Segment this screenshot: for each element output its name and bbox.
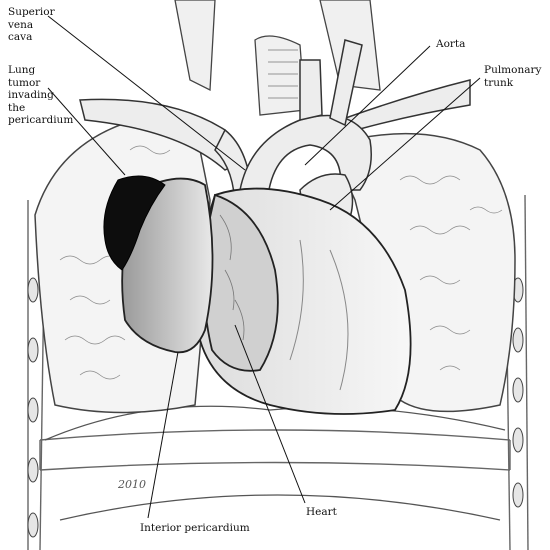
label-interior-pericardium: Interior pericardium	[140, 522, 250, 534]
rib-ends	[27, 277, 524, 538]
leader-pulmonary	[329, 77, 481, 211]
leader-heart	[234, 324, 306, 504]
signature: 2010	[117, 478, 146, 491]
label-pulmonary-trunk: Pulmonary trunk	[484, 64, 542, 89]
label-aorta: Aorta	[436, 38, 466, 50]
diaphragm	[44, 405, 506, 521]
leader-svc	[47, 15, 246, 171]
label-heart: Heart	[306, 506, 337, 518]
leader-aorta	[304, 45, 431, 166]
interior-pericardium	[121, 177, 214, 354]
leader-lines	[47, 15, 481, 519]
label-lung-tumor: Lung tumor invading the pericardium	[8, 64, 74, 126]
lung-tumor	[103, 175, 166, 271]
neck-structures	[174, 0, 381, 116]
leader-tumor	[47, 87, 126, 176]
label-superior-vena-cava: Superior vena cava	[8, 6, 55, 43]
leader-pericardium	[147, 351, 179, 519]
